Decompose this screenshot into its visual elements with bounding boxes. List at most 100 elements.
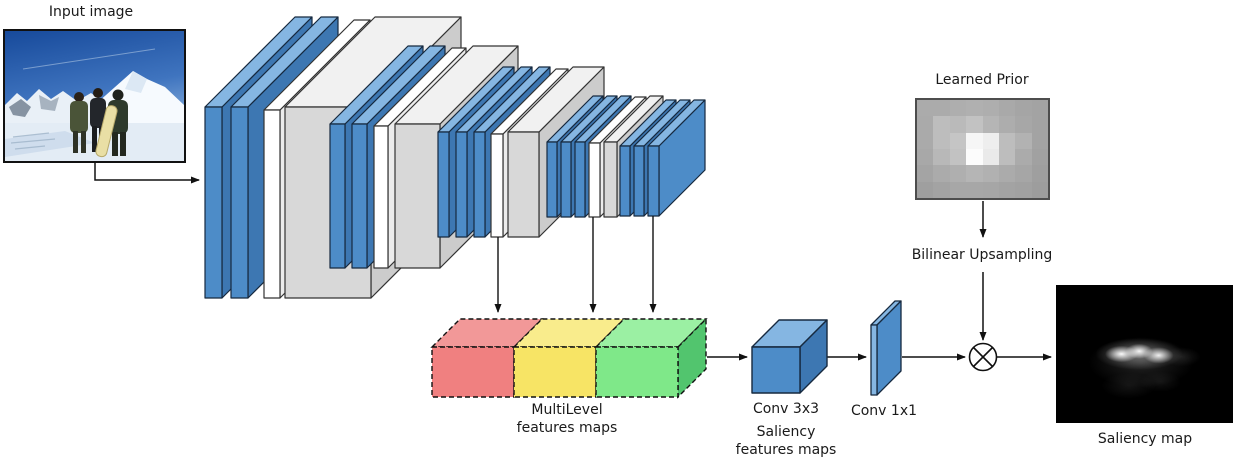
multilevel-label-line2: features maps — [516, 420, 618, 436]
photo-snow-shadow — [5, 131, 95, 157]
prior-pixel-r1c1 — [933, 116, 950, 133]
input-photo-scene — [5, 31, 184, 161]
pooling-slab-front — [588, 142, 601, 218]
conv-layer-slab-front — [230, 106, 249, 299]
multilevel-yellow-front — [513, 346, 597, 398]
prior-pixel-r2c2 — [949, 132, 967, 149]
photo-ski-tracks — [10, 132, 56, 150]
prior-pixel-r2c3 — [966, 132, 983, 149]
conv-layer-slab-front — [473, 131, 486, 238]
prior-pixel-r3c5 — [998, 149, 1016, 166]
conv1x1-slab — [870, 300, 902, 396]
feature-map-slab-front — [394, 123, 441, 269]
prior-pixel-r2c7 — [1031, 132, 1048, 149]
conv-layer-slab-front — [619, 145, 631, 217]
conv-layer-slab-front — [546, 141, 558, 218]
conv3x3-cube-front — [751, 346, 801, 394]
prior-pixel-r4c1 — [933, 165, 950, 182]
prior-pixel-r1c3 — [966, 116, 983, 133]
prior-pixel-r5c0 — [917, 181, 934, 198]
conv-layer-slab-front — [560, 141, 572, 218]
prior-pixel-r1c5 — [998, 116, 1016, 133]
saliency-features-line1: Saliency — [756, 424, 816, 440]
prior-pixel-r0c7 — [1031, 100, 1048, 117]
prior-pixel-r4c4 — [982, 165, 999, 182]
saliency-features-label: Saliency features maps — [706, 423, 866, 459]
prior-pixel-r4c0 — [917, 165, 934, 182]
input-to-network-arrow — [94, 163, 200, 184]
prior-pixel-r3c0 — [917, 149, 934, 166]
conv-layer-slab-front — [647, 145, 660, 217]
multilevel-red-front — [431, 346, 515, 398]
prior-pixel-r2c4 — [982, 132, 999, 149]
prior-pixel-r3c2 — [949, 149, 967, 166]
multilevel-features-label: MultiLevel features maps — [485, 401, 649, 437]
input-image-photo — [3, 29, 186, 163]
conv1x1-label: Conv 1x1 — [850, 403, 918, 419]
prior-pixel-r2c6 — [1015, 132, 1032, 149]
feature-map-slab-front — [603, 141, 618, 218]
prior-pixel-r2c0 — [917, 132, 934, 149]
conv-layer-slab-front — [351, 123, 368, 269]
photo-people — [70, 88, 128, 158]
saliency-map-label: Saliency map — [1097, 431, 1193, 447]
prior-pixel-r0c1 — [933, 100, 950, 117]
conv3x3-cube — [751, 319, 828, 394]
prior-pixel-r0c4 — [982, 100, 999, 117]
conv1x1-slab-front — [870, 324, 878, 396]
multilevel-green-front — [595, 346, 679, 398]
conv-layer-slab-front — [455, 131, 468, 238]
conv-layer-slab-front — [574, 141, 586, 218]
conv-layer-slab-front — [204, 106, 223, 299]
learned-prior-title: Learned Prior — [935, 72, 1029, 88]
photo-peak-shade — [125, 71, 147, 93]
pooling-slab-front — [263, 109, 281, 299]
prior-pixel-r0c5 — [998, 100, 1016, 117]
prior-pixel-r3c6 — [1015, 149, 1032, 166]
pooling-slab-front — [490, 133, 504, 238]
prior-pixel-r1c2 — [949, 116, 967, 133]
prior-pixel-r1c4 — [982, 116, 999, 133]
conv3x3-label: Conv 3x3 — [752, 401, 820, 417]
saliency-map-image — [1056, 285, 1233, 423]
feature-map-slab-front — [507, 131, 540, 238]
photo-contrail — [22, 48, 156, 70]
photo-snowboard — [95, 105, 118, 158]
prior-pixel-r0c0 — [917, 100, 934, 117]
prior-pixel-r4c5 — [998, 165, 1016, 182]
prior-pixel-r5c4 — [982, 181, 999, 198]
conv-layer-slab-front — [437, 131, 450, 238]
prior-pixel-r3c4 — [982, 149, 999, 166]
prior-pixel-r4c6 — [1015, 165, 1032, 182]
prior-pixel-r3c1 — [933, 149, 950, 166]
prior-pixel-r5c1 — [933, 181, 950, 198]
conv-layer-slab-front — [329, 123, 346, 269]
multiply-icon — [968, 342, 998, 372]
conv-layer-slab-front — [633, 145, 645, 217]
prior-pixel-r4c2 — [949, 165, 967, 182]
input-image-title: Input image — [48, 4, 134, 20]
prior-pixel-r2c1 — [933, 132, 950, 149]
prior-pixel-r1c0 — [917, 116, 934, 133]
prior-pixel-r5c5 — [998, 181, 1016, 198]
prior-pixel-r0c3 — [966, 100, 983, 117]
prior-pixel-r0c6 — [1015, 100, 1032, 117]
prior-pixel-r5c6 — [1015, 181, 1032, 198]
multilevel-features-box — [430, 317, 708, 399]
prior-pixel-r2c5 — [998, 132, 1016, 149]
saliency-features-line2: features maps — [735, 442, 837, 458]
prior-pixel-r5c7 — [1031, 181, 1048, 198]
prior-pixel-r5c3 — [966, 181, 983, 198]
prior-pixel-r1c6 — [1015, 116, 1032, 133]
photo-rock-patch-1 — [9, 99, 31, 117]
learned-prior-image — [915, 98, 1050, 200]
prior-pixel-r3c3 — [966, 149, 983, 166]
prior-pixel-r4c3 — [966, 165, 983, 182]
multilevel-label-line1: MultiLevel — [531, 402, 603, 418]
vgg-conv-blocks — [204, 16, 706, 299]
pooling-slab-front — [373, 125, 389, 269]
prior-pixel-r4c7 — [1031, 165, 1048, 182]
prior-pixel-r5c2 — [949, 181, 967, 198]
